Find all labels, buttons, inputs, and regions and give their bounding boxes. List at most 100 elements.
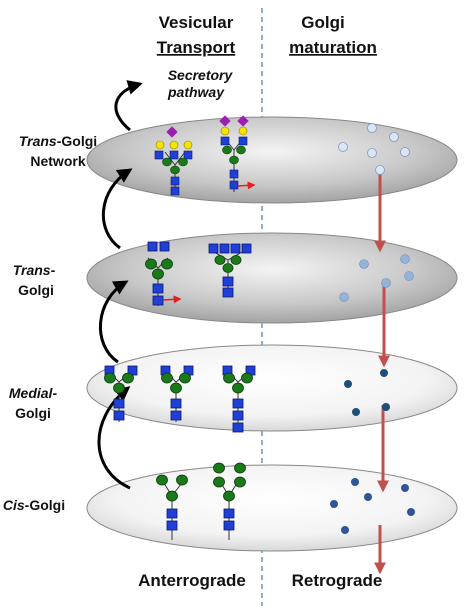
label-medial: Medial- Golgi: [9, 385, 58, 421]
label-medial-rest: -: [52, 385, 57, 401]
mannose-circle: [113, 382, 125, 394]
mannose-circle: [152, 268, 164, 280]
enzyme-dot: [338, 142, 348, 152]
glcnac-square: [208, 243, 219, 254]
glcnac-square: [229, 169, 239, 179]
glycan-cis-1: [156, 474, 188, 540]
label-medial-line2: Golgi: [15, 405, 51, 421]
glcnac-square: [183, 150, 193, 160]
enzyme-dot: [351, 478, 359, 486]
svg-text:Trans-: Trans-: [13, 262, 56, 278]
glycan-medial-1: [104, 365, 138, 422]
header-right: Golgi maturation: [289, 13, 377, 57]
mannose-circle: [234, 462, 246, 474]
svg-text:Cis-Golgi: Cis-Golgi: [3, 497, 65, 513]
glcnac-square: [230, 243, 241, 254]
glcnac-square: [241, 243, 252, 254]
glycan-trans-1: [145, 241, 182, 306]
header-vesicular: Vesicular: [159, 13, 234, 32]
mannose-circle: [162, 157, 172, 167]
mannose-circle: [229, 155, 239, 165]
galactose-circle: [155, 140, 165, 150]
glycan-trans-2: [208, 243, 252, 298]
mannose-circle: [241, 372, 253, 384]
header-maturation: maturation: [289, 38, 377, 57]
mannose-circle: [166, 490, 178, 502]
mannose-circle: [145, 258, 157, 270]
galactose-circle: [220, 126, 230, 136]
glcnac-square: [152, 283, 164, 294]
header-transport: Transport: [157, 38, 236, 57]
enzyme-dot: [359, 259, 369, 269]
disk-medial-golgi: [86, 344, 458, 432]
glcnac-square: [152, 295, 164, 306]
mannose-circle: [213, 462, 225, 474]
enzymes-medial: [344, 369, 390, 416]
mannose-circle: [236, 145, 246, 155]
label-medial-italic: Medial: [9, 385, 54, 401]
glcnac-square: [113, 410, 125, 421]
svg-text:Medial-: Medial-: [9, 385, 58, 401]
glcnac-square: [166, 520, 178, 531]
enzyme-dot: [375, 165, 385, 175]
footer-retrograde: Retrograde: [292, 571, 383, 590]
glcnac-square: [229, 180, 239, 190]
label-tgn-italic: Trans: [19, 133, 57, 149]
enzyme-dot: [381, 278, 391, 288]
label-cis-italic: Cis: [3, 497, 25, 513]
label-cis-rest: -Golgi: [25, 497, 65, 513]
glcnac-square: [223, 520, 235, 531]
enzymes-trans: [339, 254, 414, 302]
enzyme-dot: [330, 500, 338, 508]
label-trans-italic: Trans: [13, 262, 51, 278]
mannose-circle: [179, 372, 191, 384]
label-trans: Trans- Golgi: [13, 262, 56, 298]
fucose-arrow: [162, 295, 182, 304]
enzyme-dot: [380, 369, 388, 377]
mannose-circle: [232, 382, 244, 394]
galactose-circle: [238, 126, 248, 136]
enzyme-dot: [401, 484, 409, 492]
enzyme-dot: [344, 380, 352, 388]
glcnac-square: [147, 241, 158, 252]
glycan-cis-2: [213, 462, 246, 540]
enzyme-dot: [367, 148, 377, 158]
galactose-circle: [183, 140, 193, 150]
mannose-circle: [223, 372, 235, 384]
vesicle-arrow-tgn-to-secretory: [114, 80, 143, 132]
glcnac-square: [113, 398, 125, 409]
enzyme-dot: [404, 271, 414, 281]
glcnac-square: [220, 136, 230, 146]
secretory-label-line1: Secretory: [168, 67, 234, 83]
glcnac-square: [166, 508, 178, 519]
enzyme-dot: [367, 123, 377, 133]
mannose-circle: [104, 372, 116, 384]
glcnac-square: [170, 410, 182, 421]
glcnac-square: [154, 150, 164, 160]
header-golgi: Golgi: [301, 13, 344, 32]
mannose-circle: [214, 255, 226, 265]
enzyme-dot: [400, 147, 410, 157]
glcnac-square: [222, 287, 234, 298]
mannose-circle: [176, 474, 188, 486]
mannose-circle: [161, 372, 173, 384]
glcnac-square: [170, 176, 180, 186]
mannose-circle: [178, 157, 188, 167]
secretory-label-line2: pathway: [167, 84, 225, 100]
glcnac-square: [232, 410, 244, 421]
label-tgn: Trans-Golgi Network: [19, 133, 97, 169]
label-tgn-line2: Network: [30, 153, 85, 169]
mannose-circle: [170, 382, 182, 394]
svg-text:Trans-Golgi: Trans-Golgi: [19, 133, 97, 149]
label-tgn-rest: -Golgi: [57, 133, 97, 149]
label-trans-rest: -: [51, 262, 56, 278]
glcnac-square: [223, 508, 235, 519]
enzyme-dot: [352, 408, 360, 416]
enzyme-dot: [389, 132, 399, 142]
glcnac-square: [232, 422, 244, 433]
galactose-circle: [169, 140, 179, 150]
glcnac-square: [170, 398, 182, 409]
vesicle-arrow-medial-to-trans: [98, 280, 129, 364]
glcnac-square: [222, 276, 234, 287]
disk-cis-golgi: [86, 464, 458, 552]
